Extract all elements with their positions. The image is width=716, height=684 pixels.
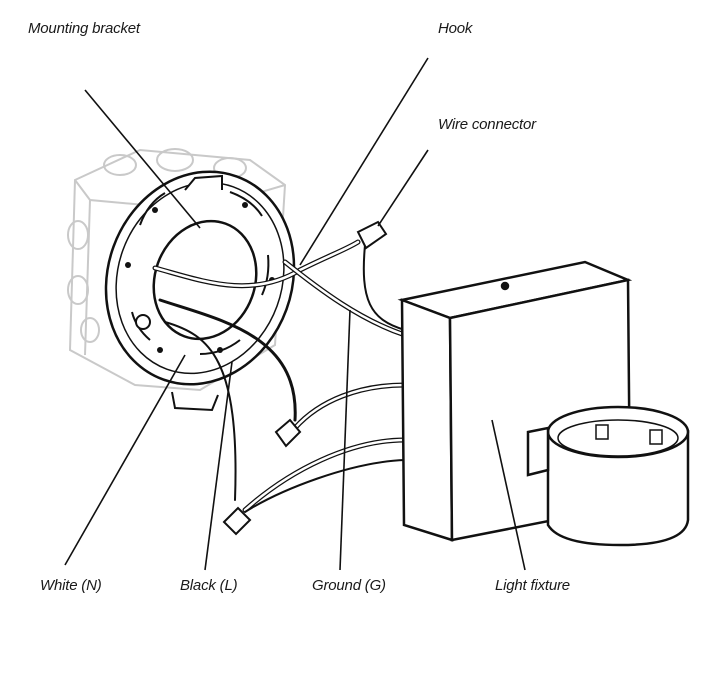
wire-connectors <box>222 220 388 536</box>
label-ground: Ground (G) <box>312 577 386 594</box>
leader-hook <box>299 57 429 266</box>
leader-light-fixture <box>491 419 526 571</box>
leader-mounting-bracket <box>84 89 201 229</box>
wire-connector-top <box>356 220 388 250</box>
ground-screw <box>135 314 151 330</box>
light-fixture <box>397 260 690 547</box>
leader-black <box>204 361 233 571</box>
label-hook: Hook <box>438 20 473 37</box>
wire-connector-black <box>274 418 302 448</box>
label-light-fixture: Light fixture <box>495 577 570 594</box>
label-white: White (N) <box>40 577 102 594</box>
leader-wire-connector <box>377 149 429 227</box>
label-black: Black (L) <box>180 577 238 594</box>
label-wire-connector: Wire connector <box>438 116 536 133</box>
label-mounting-bracket: Mounting bracket <box>28 20 140 37</box>
wires <box>152 239 408 513</box>
leader-lines <box>64 57 526 571</box>
leader-white <box>64 354 186 566</box>
leader-ground <box>339 309 351 571</box>
wire-connector-ground <box>222 506 252 536</box>
